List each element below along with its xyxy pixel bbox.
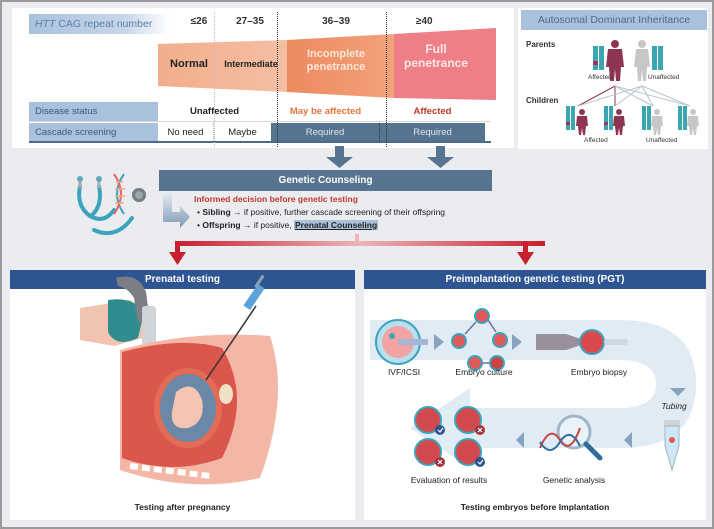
cag-label-text: CAG repeat number	[55, 18, 153, 30]
range-full: ≥40	[416, 16, 433, 27]
prenatal-counseling-link[interactable]: Prenatal Counseling	[293, 220, 379, 230]
divider-incomplete-full	[386, 12, 387, 147]
category-full-line2: penetrance	[403, 56, 469, 71]
parent-affected-label: Affected	[588, 74, 612, 81]
parents-label: Parents	[526, 40, 556, 49]
penetrance-wedge	[158, 28, 496, 100]
branch-arrows	[169, 234, 545, 265]
inheritance-panel: Autosomal Dominant Inheritance Parents C…	[518, 8, 708, 149]
counseling-subtitle: Informed decision before genetic testing	[194, 194, 358, 204]
parent-unaffected-chromosomes	[652, 46, 663, 70]
child-1-affected	[566, 106, 588, 135]
category-full-line1: Full	[425, 42, 447, 56]
cascade-screening-row: Cascade screening No need Maybe Required…	[29, 123, 491, 143]
pgt-panel: Preimplantation genetic testing (PGT)	[364, 270, 706, 520]
prenatal-testing-panel: Prenatal testing T	[10, 270, 355, 520]
step-biopsy-label: Embryo biopsy	[570, 367, 628, 377]
category-normal: Normal	[170, 58, 208, 70]
step-arrow-5	[516, 432, 524, 448]
cag-repeat-label: HTT CAG repeat number	[29, 14, 169, 34]
step-ivf-label: IVF/ICSI	[387, 367, 421, 377]
range-intermediate: 27–35	[236, 16, 264, 27]
range-normal: ≤26	[190, 16, 208, 27]
hand-ultrasound-icon	[80, 276, 156, 346]
tubing-icon	[664, 420, 680, 472]
screening-required-incomplete: Required	[271, 123, 380, 141]
prenatal-caption: Testing after pregnancy	[134, 502, 231, 512]
bullet-sibling: • Sibling → if positive, further cascade…	[197, 207, 446, 217]
children-affected-label: Affected	[584, 137, 608, 144]
gene-name: HTT	[35, 18, 56, 30]
parent-affected-chromosomes	[593, 46, 604, 70]
step-arrow-4	[624, 432, 632, 448]
bullet-offspring: • Offspring → if positive, Prenatal Coun…	[197, 220, 379, 230]
step-analysis-label: Genetic analysis	[542, 475, 606, 485]
divider-intermediate-incomplete	[277, 12, 278, 147]
bullet-sibling-term: Sibling	[202, 207, 231, 217]
pedigree-diagram	[566, 40, 699, 135]
child-3-unaffected	[642, 106, 663, 135]
screening-required-full: Required	[380, 123, 485, 141]
step-evaluation-label: Evaluation of results	[410, 475, 488, 485]
step-arrow-3	[670, 388, 686, 396]
inheritance-title: Autosomal Dominant Inheritance	[521, 10, 707, 30]
category-intermediate: Intermediate	[224, 59, 278, 69]
pgt-title: Preimplantation genetic testing (PGT)	[364, 270, 706, 289]
step-culture-label: Embryo culture	[455, 367, 513, 377]
screening-maybe: Maybe	[228, 127, 257, 138]
bullet-offspring-term: Offspring	[202, 220, 241, 230]
child-2-affected	[604, 106, 625, 135]
wedge-incomplete	[287, 34, 394, 98]
status-may-be-affected: May be affected	[289, 106, 362, 117]
children-label: Children	[526, 96, 559, 105]
stethoscope-dna-icon	[77, 173, 146, 235]
parent-unaffected-figure	[634, 40, 650, 81]
arrows-to-counseling	[326, 146, 454, 168]
evaluation-results-icon	[414, 406, 485, 467]
step-tubing-label: Tubing	[661, 401, 687, 411]
category-incomplete-line2: penetrance	[306, 61, 366, 74]
disease-status-header: Disease status	[29, 102, 158, 121]
screening-no-need: No need	[158, 123, 214, 141]
category-full: Full penetrance	[396, 42, 476, 71]
embryo-culture-icon	[451, 308, 508, 371]
status-affected: Affected	[413, 106, 452, 117]
bullet-offspring-text: → if positive,	[240, 220, 294, 230]
parent-unaffected-label: Unaffected	[648, 74, 680, 81]
pgt-caption: Testing embryos before Implantation	[460, 502, 610, 512]
prenatal-illustration	[80, 274, 278, 485]
cag-repeat-panel: HTT CAG repeat number ≤26 27–35 36–39 ≥4…	[12, 8, 514, 148]
ivf-icsi-icon	[375, 319, 428, 365]
wedge-full	[394, 28, 496, 100]
category-incomplete: Incomplete penetrance	[296, 48, 376, 74]
wedge-normal-intermediate	[158, 40, 287, 92]
syringe-icon	[205, 274, 265, 381]
prenatal-testing-title: Prenatal testing	[10, 270, 355, 289]
category-incomplete-line1: Incomplete	[306, 48, 366, 60]
step-arrow-1	[434, 334, 444, 350]
child-4-unaffected	[678, 106, 699, 135]
pgt-illustration	[370, 308, 696, 472]
step-arrow-2	[512, 334, 522, 350]
range-incomplete: 36–39	[322, 16, 350, 27]
embryo-biopsy-icon	[536, 329, 628, 355]
abdomen-icon	[120, 334, 278, 485]
parent-affected-figure	[606, 40, 624, 81]
inheritance-lines	[577, 85, 691, 107]
divider-normal-intermediate	[214, 12, 215, 147]
children-unaffected-label: Unaffected	[646, 137, 678, 144]
cascade-screening-header: Cascade screening	[29, 123, 158, 141]
counseling-bend-arrow	[163, 191, 190, 228]
bullet-sibling-text: → if positive, further cascade screening…	[230, 207, 446, 217]
process-flow-band	[370, 320, 696, 468]
genetic-counseling-bar: Genetic Counseling	[159, 170, 492, 191]
genetic-analysis-icon	[539, 414, 603, 461]
